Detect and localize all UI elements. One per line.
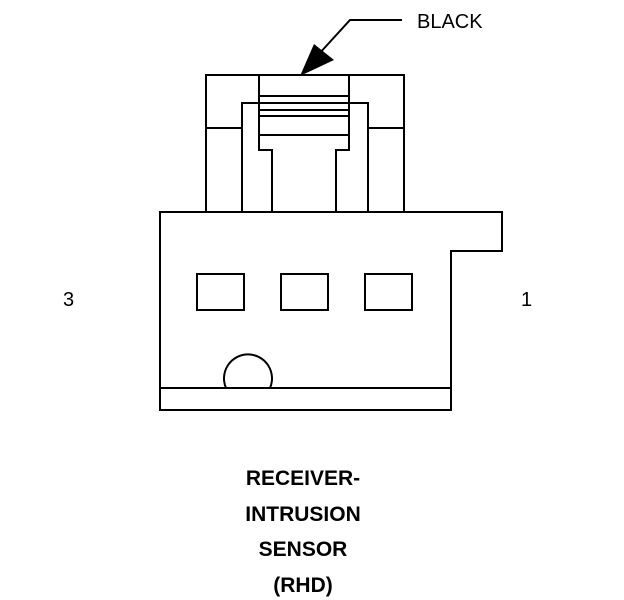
- connector-latch: [205, 74, 405, 214]
- latch-inner-frame: [241, 102, 369, 214]
- latch-tongue: [258, 75, 273, 213]
- connector-housing: [159, 211, 503, 411]
- pin-number-left: 3: [63, 289, 74, 311]
- pin-number-right: 1: [521, 289, 532, 311]
- pin-cavity-1: [364, 273, 413, 311]
- leader-arrowhead: [300, 44, 334, 76]
- connector-body: [159, 211, 503, 411]
- caption-line-1: RECEIVER-: [246, 467, 360, 490]
- callout-label: BLACK: [417, 11, 483, 33]
- latch-tongue-right: [335, 75, 350, 213]
- caption-line-3: SENSOR: [259, 538, 348, 561]
- callout-leader: [300, 19, 402, 76]
- pin-cavity-2: [280, 273, 329, 311]
- caption-line-4: (RHD): [273, 574, 332, 597]
- leader-line: [317, 19, 402, 56]
- caption-line-2: INTRUSION: [245, 503, 361, 526]
- diagram-caption: RECEIVER- INTRUSION SENSOR (RHD): [245, 467, 361, 597]
- pin-cavity-3: [196, 273, 245, 311]
- keying-notch: [223, 353, 273, 389]
